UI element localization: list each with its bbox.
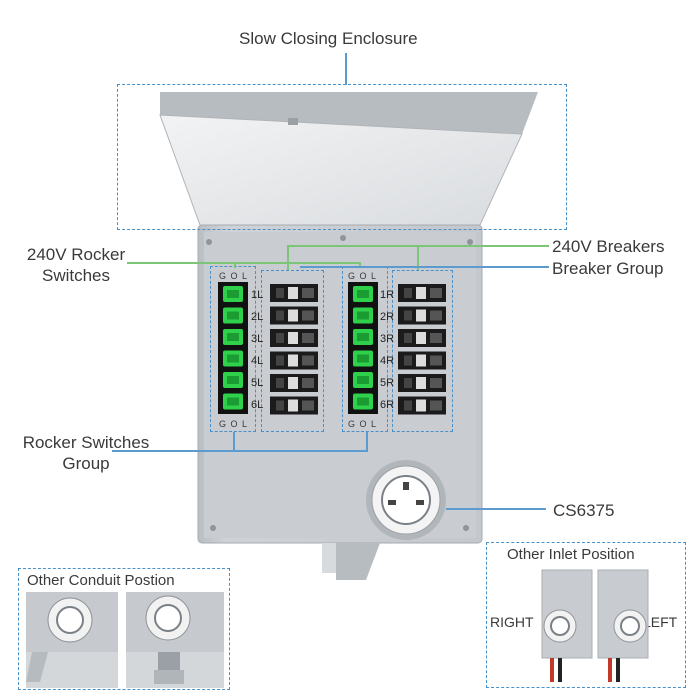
breaker-leader-tick-left	[287, 245, 289, 270]
rocker-group-leader	[112, 450, 368, 452]
rocker-leader	[127, 262, 360, 264]
left-rocker-group-box	[210, 266, 256, 432]
inlet-model-label: CS6375	[553, 501, 615, 520]
conduit-inset-title: Other Conduit Postion	[27, 572, 175, 589]
right-circuit-label-4: 4R	[380, 355, 395, 367]
rocker-header-top-right: G O L	[348, 271, 378, 281]
breaker-leader-tick-right	[417, 245, 419, 270]
conduit-inset-box	[18, 568, 230, 690]
right-breaker-group-box	[392, 270, 453, 432]
left-position-label: LEFT	[643, 614, 678, 630]
power-inlet	[366, 460, 446, 540]
right-circuit-label-3: 3R	[380, 333, 395, 345]
left-circuit-label-5: 5L	[251, 377, 264, 389]
left-circuit-label-3: 3L	[251, 333, 264, 345]
right-circuit-label-2: 2R	[380, 311, 395, 323]
enclosure-leader	[345, 53, 347, 85]
breaker-group-leader	[300, 266, 549, 268]
rocker-leader-tick-left	[234, 262, 236, 268]
left-breakers	[270, 284, 318, 415]
inlet-inset-box	[486, 542, 686, 688]
enclosure-highlight-box	[117, 84, 567, 230]
rocker-leader-tick-right	[359, 262, 361, 268]
breaker-group-label: Breaker Group	[552, 259, 664, 278]
enclosure-lid	[159, 92, 538, 226]
right-circuit-label-6: 6R	[380, 399, 395, 411]
breakers-240v-label: 240V Breakers	[552, 237, 665, 256]
rocker-240v-label: 240V Rocker Switches	[26, 245, 126, 286]
conduit-inset-images	[26, 592, 224, 688]
left-breaker-group-box	[261, 270, 324, 432]
right-position-label: RIGHT	[490, 614, 534, 630]
right-circuit-label-5: 5R	[380, 377, 395, 389]
left-circuit-label-4: 4L	[251, 355, 264, 367]
left-rocker-switches	[218, 282, 248, 414]
left-circuit-label-1: 1L	[251, 289, 264, 301]
rocker-group-tick-right	[366, 432, 368, 451]
left-circuit-label-6: 6L	[251, 399, 264, 411]
right-circuit-label-1: 1R	[380, 289, 395, 301]
inlet-inset-title: Other Inlet Position	[507, 546, 635, 563]
rocker-group-tick-left	[233, 432, 235, 451]
right-rocker-switches	[348, 282, 378, 414]
rocker-header-bottom-left: G O L	[219, 419, 249, 429]
left-circuit-label-2: 2L	[251, 311, 264, 323]
rocker-header-top-left: G O L	[219, 271, 249, 281]
inlet-leader	[446, 508, 546, 510]
inlet-inset-images	[541, 569, 649, 682]
rocker-group-label: Rocker Switches Group	[22, 433, 150, 474]
rocker-header-bottom-right: G O L	[348, 419, 378, 429]
enclosure-label: Slow Closing Enclosure	[239, 29, 418, 48]
right-breakers	[398, 284, 446, 415]
